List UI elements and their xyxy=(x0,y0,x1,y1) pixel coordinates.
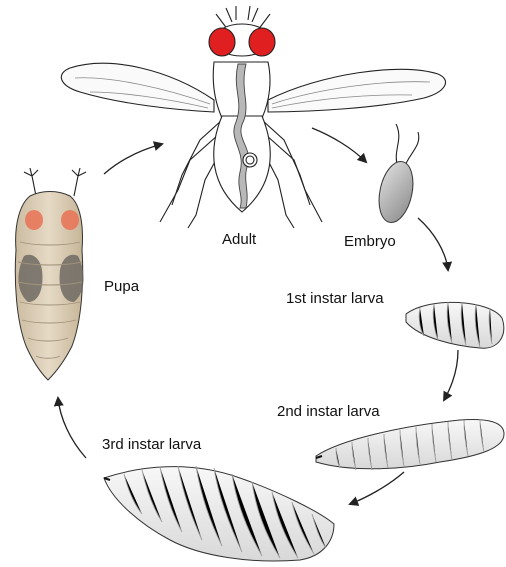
third-instar-larva xyxy=(104,466,334,561)
adult-left-eye xyxy=(209,28,235,56)
pupa-right-eye xyxy=(61,210,79,230)
adult-right-eye xyxy=(249,28,275,56)
arrow-pupa-to-adult xyxy=(104,144,162,174)
pupa-left-eye xyxy=(25,210,43,230)
first-instar-larva xyxy=(406,302,504,348)
label-adult: Adult xyxy=(222,231,257,248)
label-second-instar-larva: 2nd instar larva xyxy=(277,403,380,420)
label-third-instar-larva: 3rd instar larva xyxy=(102,436,202,453)
pupa xyxy=(15,168,86,380)
adult-right-wing xyxy=(268,69,446,112)
embryo xyxy=(374,124,419,226)
arrow-embryo-to-first-instar xyxy=(418,218,448,270)
label-first-instar-larva: 1st instar larva xyxy=(286,290,384,307)
adult-left-wing xyxy=(61,63,214,112)
embryo-egg xyxy=(374,158,418,225)
label-pupa: Pupa xyxy=(104,278,140,295)
arrow-first-to-second-instar xyxy=(444,350,458,400)
label-embryo: Embryo xyxy=(344,233,396,250)
second-instar-larva xyxy=(316,419,504,470)
arrow-adult-to-embryo xyxy=(312,128,366,162)
arrow-second-to-third-instar xyxy=(350,472,404,504)
arrow-third-instar-to-pupa xyxy=(58,398,86,458)
